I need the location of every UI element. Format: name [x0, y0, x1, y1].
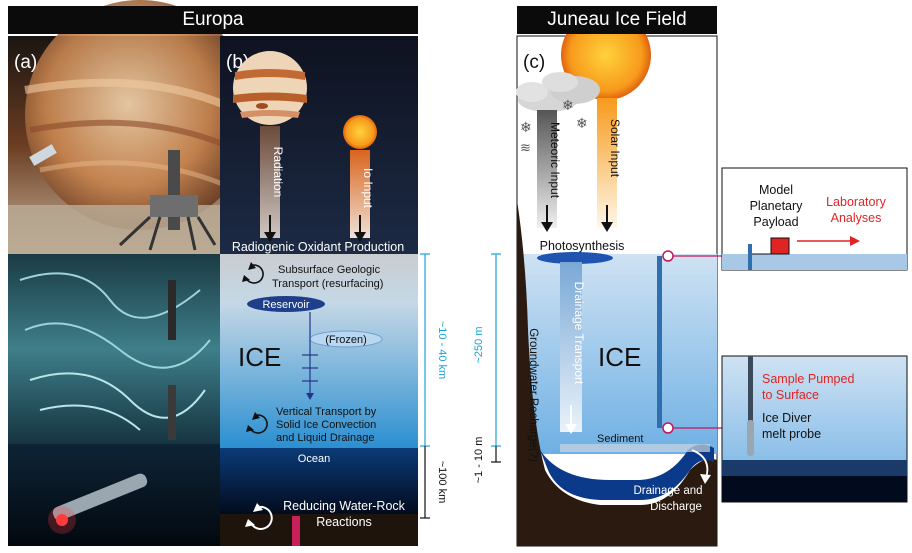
reservoir-label: Reservoir	[262, 299, 309, 311]
cycle-arrow-icon	[242, 262, 264, 284]
drainage-discharge-line-2: Discharge	[650, 501, 702, 513]
cloud-icon	[516, 72, 600, 112]
cycle-arrow-icon	[246, 412, 268, 434]
pumped-line-1: Sample Pumped	[762, 372, 854, 386]
subsurface-line-1: Subsurface Geologic	[278, 264, 381, 276]
radiation-label: Radiation	[271, 147, 285, 198]
reservoir-ellipse	[247, 296, 325, 312]
ocean-label: Ocean	[298, 453, 330, 465]
vertical-line-2: Solid Ice Convection	[276, 419, 376, 431]
europa-scale-ice	[420, 253, 430, 447]
borehole-probe	[657, 256, 662, 428]
drainage-path	[302, 312, 318, 395]
inset-top	[721, 167, 908, 271]
reducing-line-2: Reactions	[316, 515, 372, 529]
drainage-discharge-line-1: Drainage and	[633, 485, 702, 497]
europa-title: Europa	[8, 6, 418, 34]
subsurface-line-2: Transport (resurfacing)	[272, 278, 383, 290]
juneau-scale-res	[491, 446, 501, 463]
solar-label: Solar Input	[608, 119, 622, 178]
radiogenic-label: Radiogenic Oxidant Production	[232, 240, 404, 254]
vertical-line-1: Vertical Transport by	[276, 406, 377, 418]
wind-icon: ≋	[520, 141, 531, 156]
radiation-beam	[260, 126, 280, 238]
sediment-label: Sediment	[597, 433, 643, 445]
connector-dot-top	[662, 250, 674, 262]
snowflake-icon: ❄	[562, 98, 574, 114]
europa-scale-ice-label: ~10 - 40 km	[436, 321, 448, 379]
europa-scale-ocean-label: ~100 km	[436, 461, 448, 504]
meteoric-label: Meteoric Input	[548, 122, 562, 199]
juneau-scale-ice-label: ~250 m	[473, 327, 485, 364]
io-input-beam	[350, 150, 370, 238]
meteoric-beam	[537, 110, 557, 228]
juneau-ice-label: ICE	[598, 342, 641, 372]
lab-line-2: Analyses	[831, 211, 882, 225]
panel-a-illustration	[8, 0, 255, 546]
io-icon	[343, 115, 377, 149]
snowflake-icon: ❄	[520, 120, 532, 136]
reducing-line-1: Reducing Water-Rock	[283, 499, 406, 513]
solar-beam	[597, 98, 617, 228]
payload-line-2: Planetary	[750, 199, 804, 213]
inset-bottom	[721, 355, 908, 503]
vertical-line-3: and Liquid Drainage	[276, 432, 374, 444]
snowflake-icon: ❄	[576, 116, 588, 132]
payload-line-1: Model	[759, 183, 793, 197]
diver-line-2: melt probe	[762, 427, 821, 441]
groundwater-label: Groundwater Recharge(?)	[527, 328, 539, 462]
juneau-title: Juneau Ice Field	[517, 6, 717, 34]
drainage-transport-label: Drainage Transport	[572, 282, 586, 385]
cycle-arrow-icon	[245, 503, 273, 530]
jupiter-icon	[233, 51, 307, 125]
lab-line-1: Laboratory	[826, 195, 887, 209]
panel-c-label: (c)	[523, 52, 545, 73]
frozen-label: (Frozen)	[325, 334, 367, 346]
payload-line-3: Payload	[753, 215, 798, 229]
io-input-label: Io Input	[361, 168, 375, 209]
photosynthesis-zone	[537, 252, 613, 264]
juneau-scale-res-label: ~1 - 10 m	[473, 437, 485, 484]
europa-ice-label: ICE	[238, 342, 281, 372]
europa-scale-ocean	[420, 446, 430, 519]
liquid-reservoir-label: Liquid Reservoir	[563, 456, 646, 468]
photosynthesis-label: Photosynthesis	[540, 239, 625, 253]
drainage-transport-beam	[560, 262, 582, 432]
pumped-line-2: to Surface	[762, 388, 819, 402]
panel-a-label: (a)	[14, 52, 37, 73]
juneau-scale-ice	[491, 253, 501, 447]
diver-line-1: Ice Diver	[762, 411, 811, 425]
connector-dot-bottom	[662, 422, 674, 434]
